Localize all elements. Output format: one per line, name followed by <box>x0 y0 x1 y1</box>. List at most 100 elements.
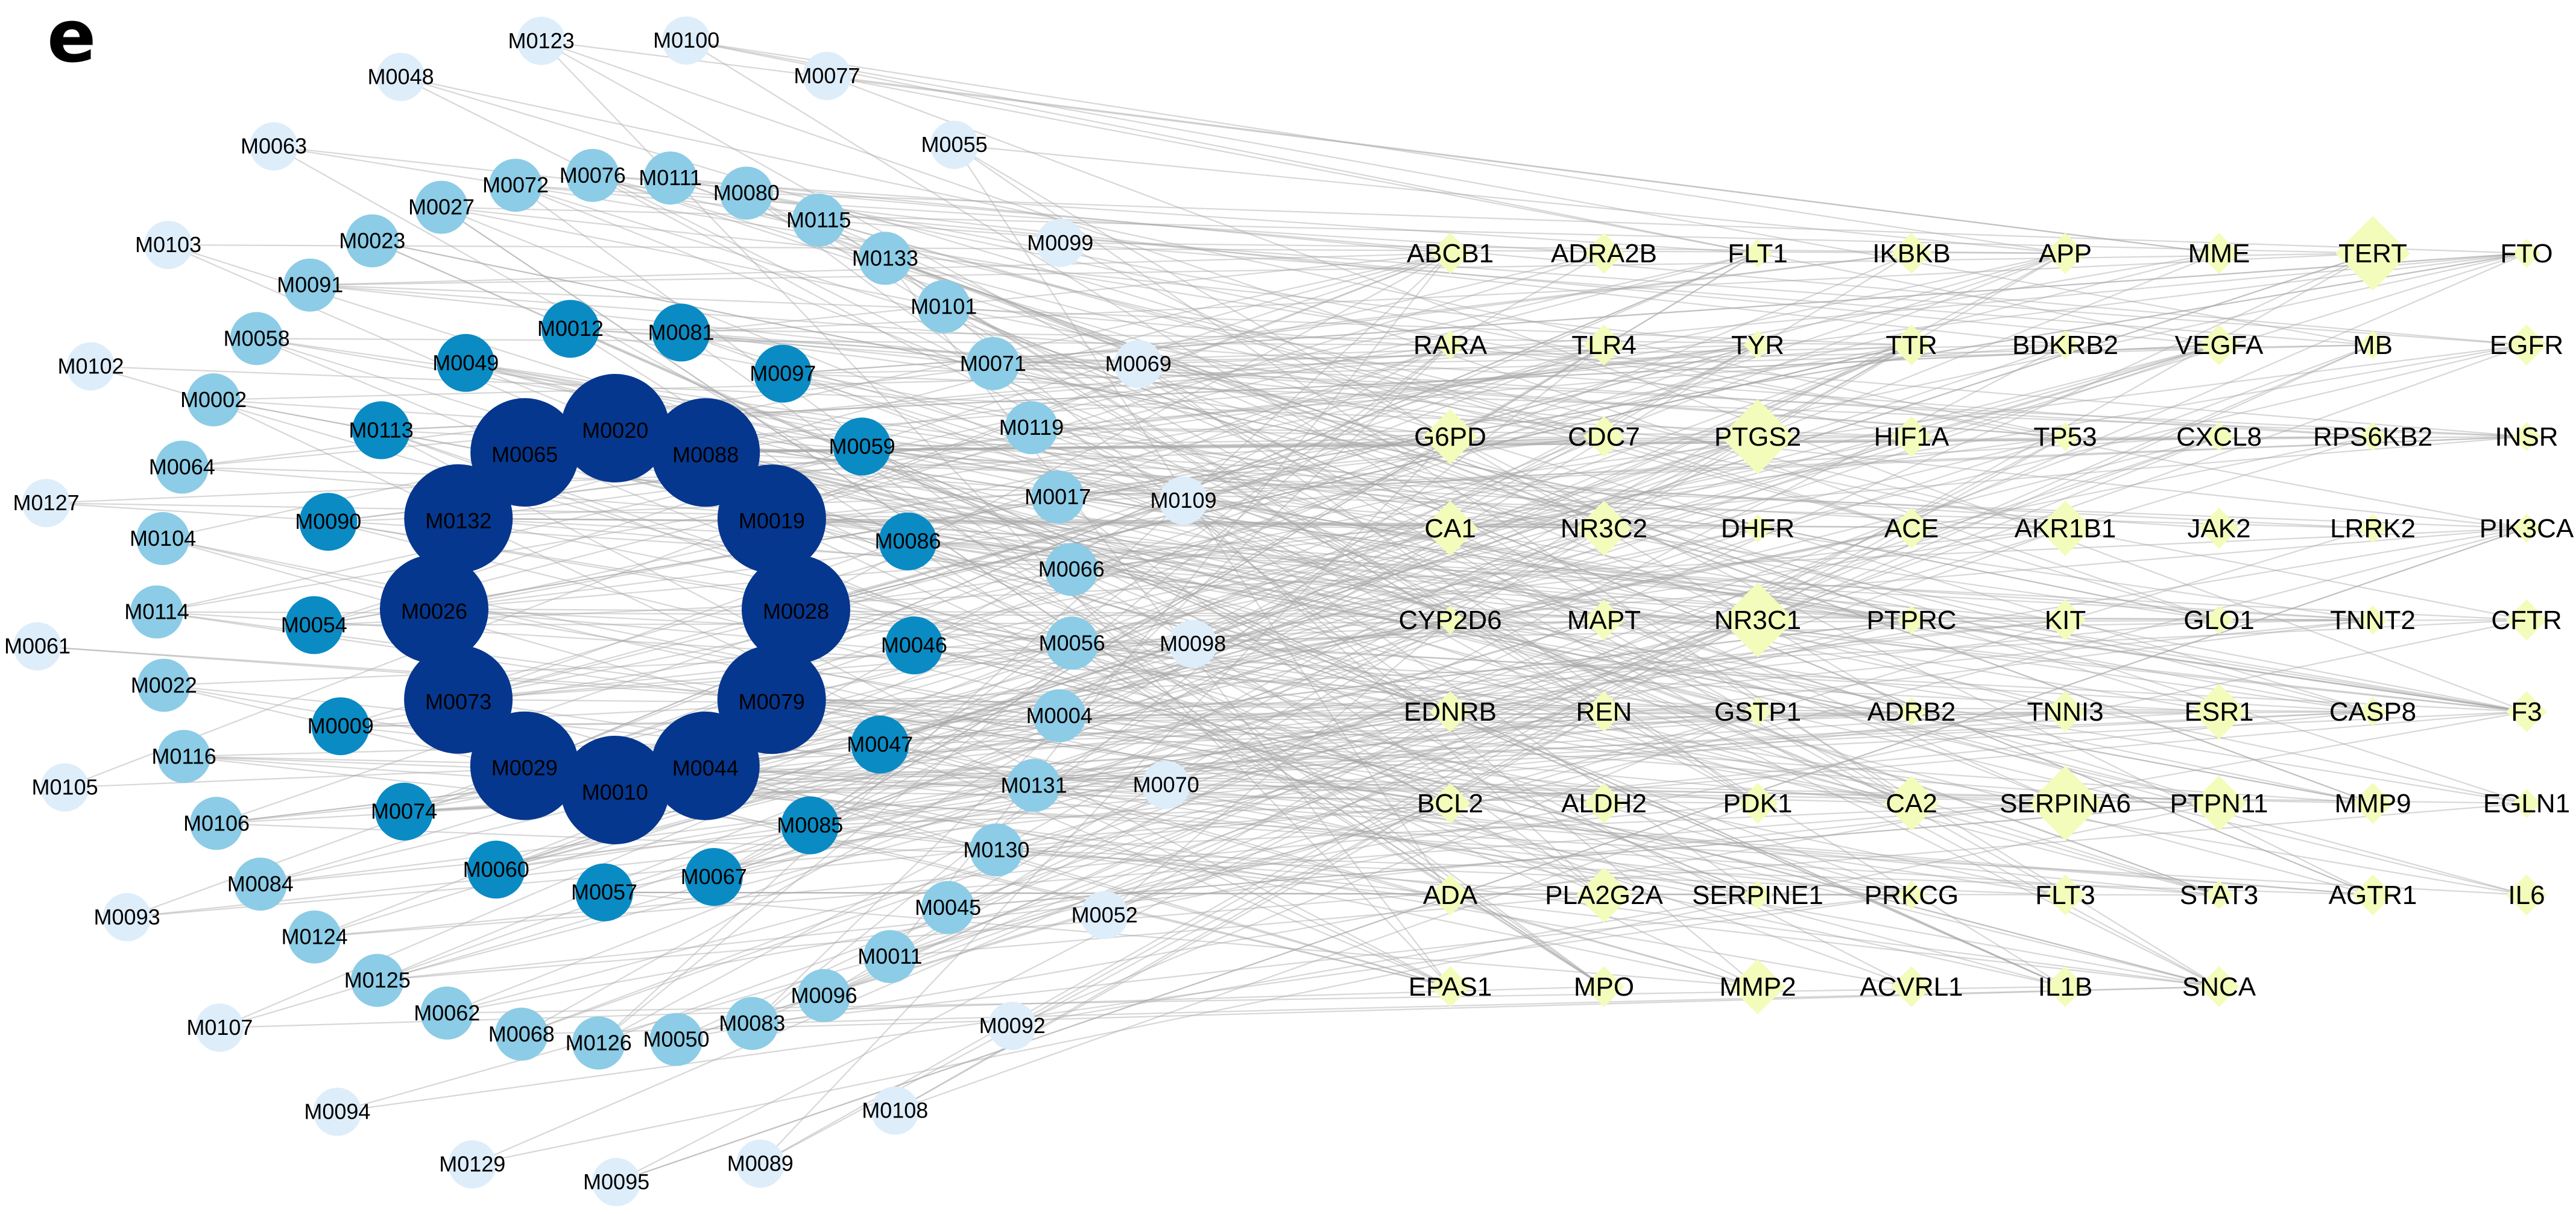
compound-node-M0066[interactable]: M0066 <box>1038 543 1105 596</box>
target-node-EPAS1[interactable]: EPAS1 <box>1409 966 1492 1007</box>
compound-node-M0123[interactable]: M0123 <box>508 16 575 65</box>
compound-node-M0074[interactable]: M0074 <box>371 782 437 841</box>
compound-node-M0113[interactable]: M0113 <box>349 401 414 460</box>
target-node-CDC7[interactable]: CDC7 <box>1568 416 1640 457</box>
target-node-SNCA[interactable]: SNCA <box>2182 966 2256 1007</box>
compound-node-M0009[interactable]: M0009 <box>308 697 374 756</box>
target-node-IL1B[interactable]: IL1B <box>2038 966 2093 1007</box>
target-node-TNNI3[interactable]: TNNI3 <box>2027 691 2104 732</box>
compound-node-M0126[interactable]: M0126 <box>566 1016 632 1070</box>
target-node-TYR[interactable]: TYR <box>1731 330 1784 360</box>
compound-node-M0101[interactable]: M0101 <box>911 280 977 334</box>
target-node-MMP2[interactable]: MMP2 <box>1719 959 1796 1014</box>
compound-node-M0052[interactable]: M0052 <box>1072 891 1138 940</box>
compound-node-M0105[interactable]: M0105 <box>32 763 98 812</box>
compound-node-M0124[interactable]: M0124 <box>282 910 348 964</box>
target-node-PRKCG[interactable]: PRKCG <box>1864 880 1959 910</box>
compound-node-M0119[interactable]: M0119 <box>999 401 1064 455</box>
compound-node-M0077[interactable]: M0077 <box>794 51 860 100</box>
target-node-SERPINA6[interactable]: SERPINA6 <box>2000 766 2131 841</box>
compound-node-M0019[interactable]: M0019 <box>717 464 826 574</box>
compound-node-M0098[interactable]: M0098 <box>1160 619 1226 668</box>
compound-node-M0054[interactable]: M0054 <box>281 596 347 654</box>
target-node-NR3C1[interactable]: NR3C1 <box>1714 583 1801 657</box>
compound-node-M0130[interactable]: M0130 <box>963 823 1029 877</box>
compound-node-M0011[interactable]: M0011 <box>857 930 923 984</box>
target-node-TERT[interactable]: TERT <box>2335 216 2410 291</box>
target-node-CA1[interactable]: CA1 <box>1422 501 1478 556</box>
compound-node-M0017[interactable]: M0017 <box>1024 470 1091 523</box>
compound-node-M0100[interactable]: M0100 <box>653 16 719 65</box>
target-node-APP[interactable]: APP <box>2039 233 2092 274</box>
target-node-FTO[interactable]: FTO <box>2500 239 2553 268</box>
compound-node-M0002[interactable]: M0002 <box>180 373 247 426</box>
target-node-VEGFA[interactable]: VEGFA <box>2175 324 2264 365</box>
compound-node-M0115[interactable]: M0115 <box>786 194 851 247</box>
compound-node-M0050[interactable]: M0050 <box>643 1013 710 1066</box>
target-node-EGFR[interactable]: EGFR <box>2490 324 2563 365</box>
compound-node-M0070[interactable]: M0070 <box>1133 760 1199 809</box>
compound-node-M0095[interactable]: M0095 <box>583 1158 649 1206</box>
target-node-STAT3[interactable]: STAT3 <box>2180 880 2258 910</box>
target-node-PTPN11[interactable]: PTPN11 <box>2170 776 2268 831</box>
target-node-AKR1B1[interactable]: AKR1B1 <box>2015 501 2117 556</box>
compound-node-M0092[interactable]: M0092 <box>979 1002 1046 1051</box>
compound-node-M0029[interactable]: M0029 <box>470 711 579 820</box>
compound-node-M0012[interactable]: M0012 <box>537 300 604 358</box>
target-node-EGLN1[interactable]: EGLN1 <box>2483 789 2570 818</box>
compound-node-M0080[interactable]: M0080 <box>713 166 780 220</box>
compound-node-M0093[interactable]: M0093 <box>94 893 160 941</box>
compound-node-M0079[interactable]: M0079 <box>717 645 826 754</box>
target-node-INSR[interactable]: INSR <box>2495 422 2559 452</box>
compound-node-M0108[interactable]: M0108 <box>862 1086 928 1135</box>
compound-node-M0055[interactable]: M0055 <box>921 121 988 169</box>
target-node-PTGS2[interactable]: PTGS2 <box>1714 399 1801 474</box>
compound-node-M0125[interactable]: M0125 <box>344 953 411 1007</box>
compound-node-M0097[interactable]: M0097 <box>750 344 816 403</box>
target-node-IKBKB[interactable]: IKBKB <box>1872 233 1951 274</box>
compound-node-M0063[interactable]: M0063 <box>241 122 307 171</box>
target-node-NR3C2[interactable]: NR3C2 <box>1561 501 1647 556</box>
compound-node-M0102[interactable]: M0102 <box>57 342 124 391</box>
compound-node-M0064[interactable]: M0064 <box>149 440 215 494</box>
target-node-BCL2[interactable]: BCL2 <box>1417 783 1483 824</box>
compound-node-M0109[interactable]: M0109 <box>1151 476 1217 525</box>
compound-node-M0084[interactable]: M0084 <box>227 858 294 911</box>
compound-node-M0056[interactable]: M0056 <box>1039 616 1105 670</box>
target-node-PDK1[interactable]: PDK1 <box>1723 783 1793 824</box>
compound-node-M0059[interactable]: M0059 <box>829 417 895 476</box>
compound-node-M0127[interactable]: M0127 <box>13 479 80 528</box>
target-node-MB[interactable]: MB <box>2353 330 2393 360</box>
compound-node-M0061[interactable]: M0061 <box>4 622 71 671</box>
compound-node-M0027[interactable]: M0027 <box>408 180 475 234</box>
target-node-ACVRL1[interactable]: ACVRL1 <box>1860 966 1963 1007</box>
compound-node-M0114[interactable]: M0114 <box>124 585 189 639</box>
target-node-TNNT2[interactable]: TNNT2 <box>2330 605 2416 635</box>
target-node-MPO[interactable]: MPO <box>1574 966 1634 1007</box>
target-node-DHFR[interactable]: DHFR <box>1721 514 1795 543</box>
target-node-GSTP1[interactable]: GSTP1 <box>1714 697 1801 727</box>
compound-node-M0094[interactable]: M0094 <box>304 1087 370 1136</box>
target-node-ABCB1[interactable]: ABCB1 <box>1407 233 1494 274</box>
target-node-EDNRB[interactable]: EDNRB <box>1404 691 1497 732</box>
target-node-RPS6KB2[interactable]: RPS6KB2 <box>2313 422 2432 452</box>
target-node-ALDH2[interactable]: ALDH2 <box>1561 783 1647 824</box>
compound-node-M0088[interactable]: M0088 <box>651 398 760 507</box>
compound-node-M0129[interactable]: M0129 <box>439 1140 505 1189</box>
target-node-CASP8[interactable]: CASP8 <box>2329 697 2416 727</box>
target-node-TLR4[interactable]: TLR4 <box>1571 324 1637 365</box>
compound-node-M0065[interactable]: M0065 <box>470 398 579 507</box>
compound-node-M0058[interactable]: M0058 <box>224 312 290 365</box>
compound-node-M0022[interactable]: M0022 <box>131 659 197 712</box>
target-node-AGTR1[interactable]: AGTR1 <box>2329 874 2417 915</box>
compound-node-M0111[interactable]: M0111 <box>639 151 702 205</box>
target-node-TTR[interactable]: TTR <box>1886 324 1937 365</box>
target-node-ACE[interactable]: ACE <box>1884 508 1939 549</box>
target-node-PLA2G2A[interactable]: PLA2G2A <box>1545 867 1663 923</box>
target-node-ADRA2B[interactable]: ADRA2B <box>1551 233 1657 274</box>
compound-node-M0106[interactable]: M0106 <box>183 797 250 850</box>
compound-node-M0131[interactable]: M0131 <box>1001 759 1067 812</box>
compound-node-M0046[interactable]: M0046 <box>881 616 947 675</box>
compound-node-M0107[interactable]: M0107 <box>186 1004 253 1052</box>
target-node-HIF1A[interactable]: HIF1A <box>1874 416 1949 457</box>
